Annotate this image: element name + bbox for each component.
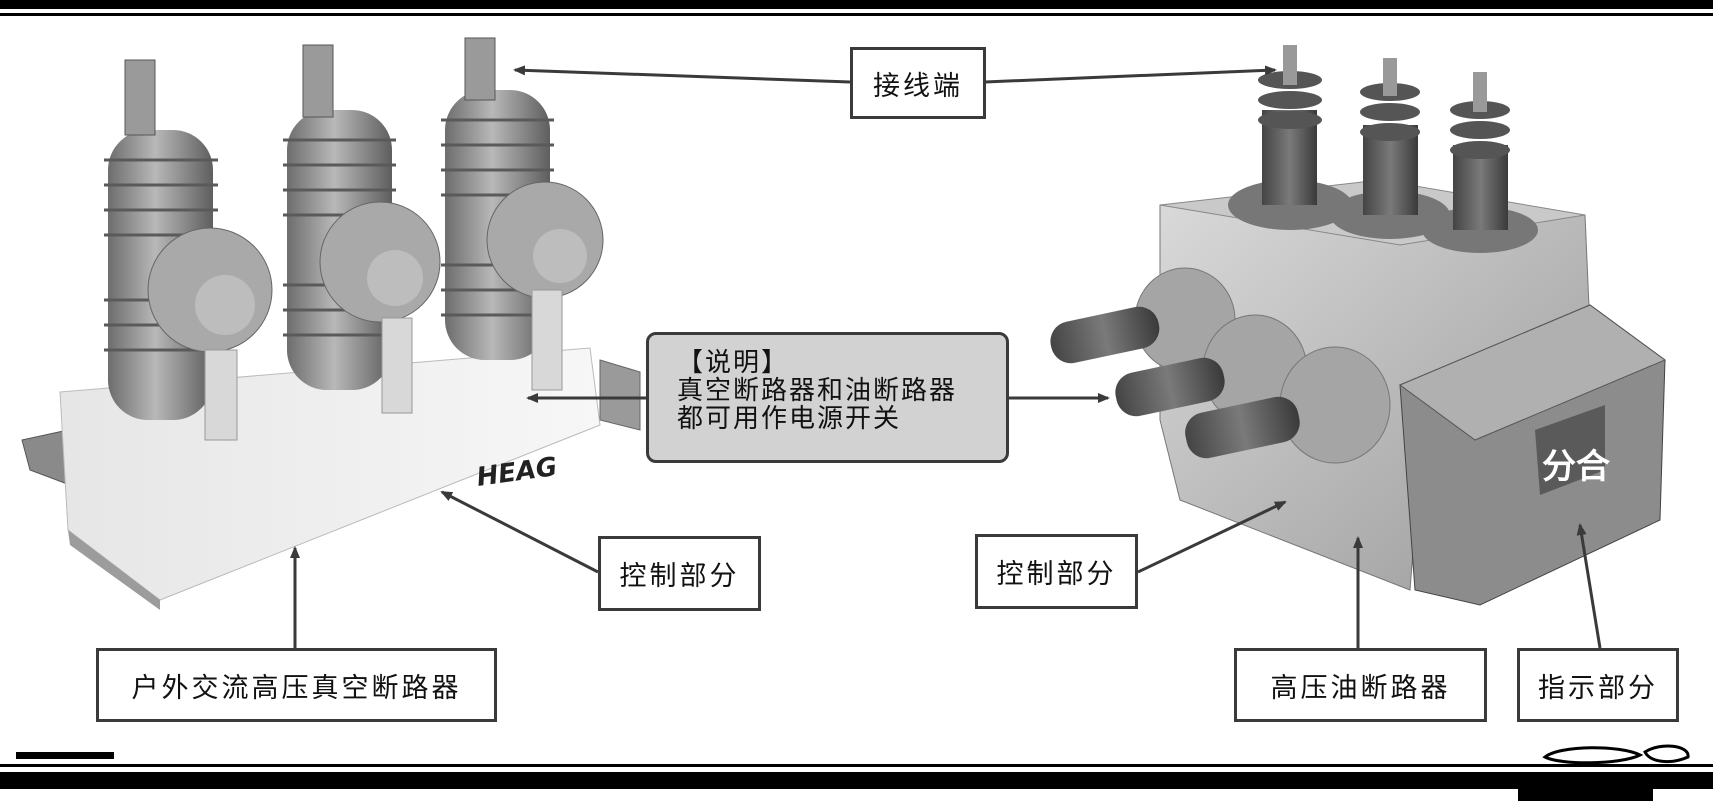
arrow-terminal-right	[985, 70, 1275, 82]
vacuum-breaker-photo: HEAG	[22, 38, 640, 610]
label-terminal-text: 接线端	[873, 64, 963, 103]
label-vacuum-breaker-text: 户外交流高压真空断路器	[132, 666, 462, 705]
label-vacuum-breaker: 户外交流高压真空断路器	[96, 648, 497, 722]
label-control-left: 控制部分	[598, 536, 761, 611]
note-line-1: 真空断路器和油断路器	[677, 377, 1006, 405]
label-control-left-text: 控制部分	[620, 554, 740, 593]
label-indicator-text: 指示部分	[1538, 666, 1658, 705]
label-oil-breaker-text: 高压油断路器	[1271, 666, 1451, 705]
arrow-control-left	[442, 492, 598, 572]
note-line-2: 都可用作电源开关	[677, 405, 1006, 433]
switch-label-text: 分合	[1542, 447, 1610, 487]
label-oil-breaker: 高压油断路器	[1234, 648, 1487, 722]
arrow-terminal-left	[515, 70, 850, 82]
label-control-right-text: 控制部分	[997, 552, 1117, 591]
note-box: 【说明】 真空断路器和油断路器 都可用作电源开关	[646, 332, 1009, 463]
note-title: 【说明】	[677, 349, 1006, 377]
scroll-ornament	[1545, 746, 1688, 763]
top-bushings	[1228, 45, 1538, 253]
label-indicator: 指示部分	[1517, 648, 1679, 722]
label-control-right: 控制部分	[975, 534, 1138, 609]
oil-breaker-photo: 分合	[1047, 45, 1665, 605]
label-terminal: 接线端	[850, 47, 986, 119]
